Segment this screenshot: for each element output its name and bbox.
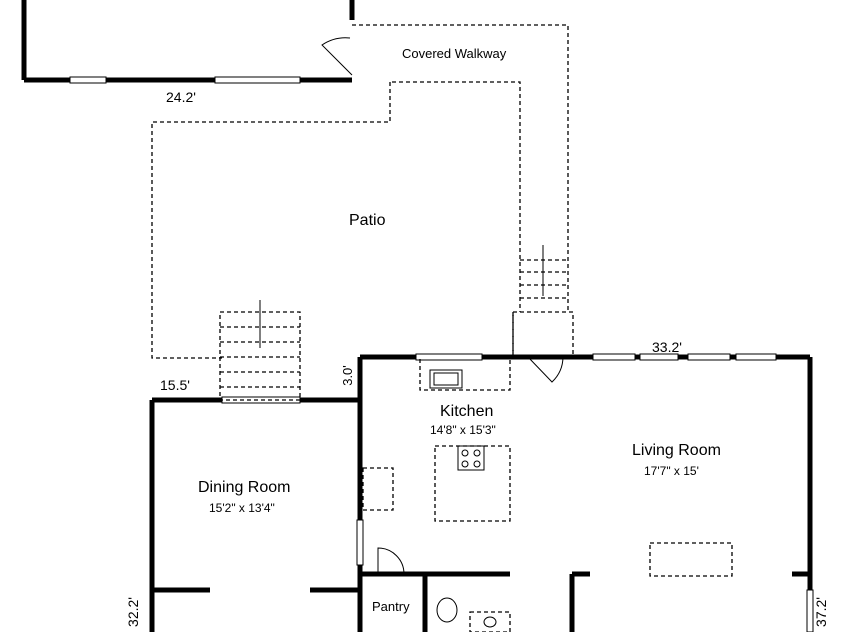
room-size-dining-room: 15'2" x 13'4": [209, 501, 275, 515]
room-label-covered-walkway: Covered Walkway: [402, 46, 507, 61]
walls: [21, 0, 813, 632]
room-label-living-room: Living Room: [632, 442, 721, 459]
room-label-kitchen: Kitchen: [440, 403, 494, 420]
room-label-dining-room: Dining Room: [198, 479, 291, 496]
room-size-living-room: 17'7" x 15': [644, 464, 699, 478]
dimension-left-side: 32.2': [124, 597, 141, 627]
dashed-outlines: [151, 24, 733, 632]
room-size-kitchen: 14'8" x 15'3": [430, 423, 496, 437]
dimension-top-wall: 24.2': [166, 89, 196, 105]
dimension-kitchen-gap: 3.0': [339, 365, 355, 386]
dimension-right-side: 37.2': [812, 597, 829, 627]
room-label-pantry: Pantry: [372, 599, 410, 614]
room-label-patio: Patio: [349, 212, 386, 229]
fixtures: [429, 369, 497, 628]
windows: [69, 76, 814, 632]
doors: [321, 37, 564, 575]
stair-arrows: [259, 245, 544, 348]
dimension-living-top: 33.2': [652, 339, 682, 355]
dimension-dining-top: 15.5': [160, 377, 190, 393]
